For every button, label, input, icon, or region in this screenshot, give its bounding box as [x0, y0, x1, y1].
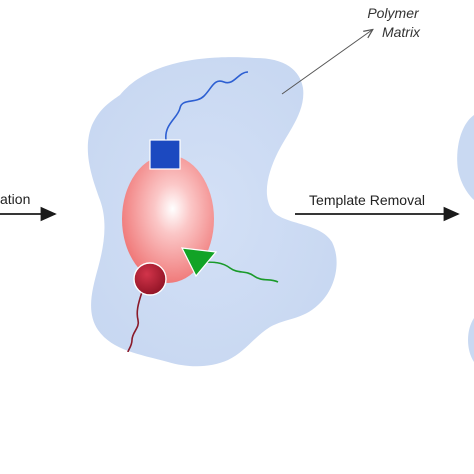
square-monomer	[149, 139, 181, 170]
circle-monomer	[133, 262, 167, 296]
left-arrow-label: ation	[0, 191, 30, 207]
polymer-matrix-label-line2: Matrix	[382, 24, 421, 40]
blue-monomer-tail	[165, 71, 249, 141]
matrix-pointer-line	[281, 30, 372, 95]
polymer-matrix-blob-next-panel	[457, 115, 474, 200]
polymer-matrix-label-line1: Polymer	[367, 5, 420, 21]
red-monomer-tail	[127, 291, 143, 353]
template-removal-label: Template Removal	[309, 192, 425, 208]
green-monomer-tail	[199, 261, 279, 283]
triangle-monomer	[180, 247, 218, 278]
polymer-matrix-blob-next-panel-lower	[468, 318, 474, 362]
